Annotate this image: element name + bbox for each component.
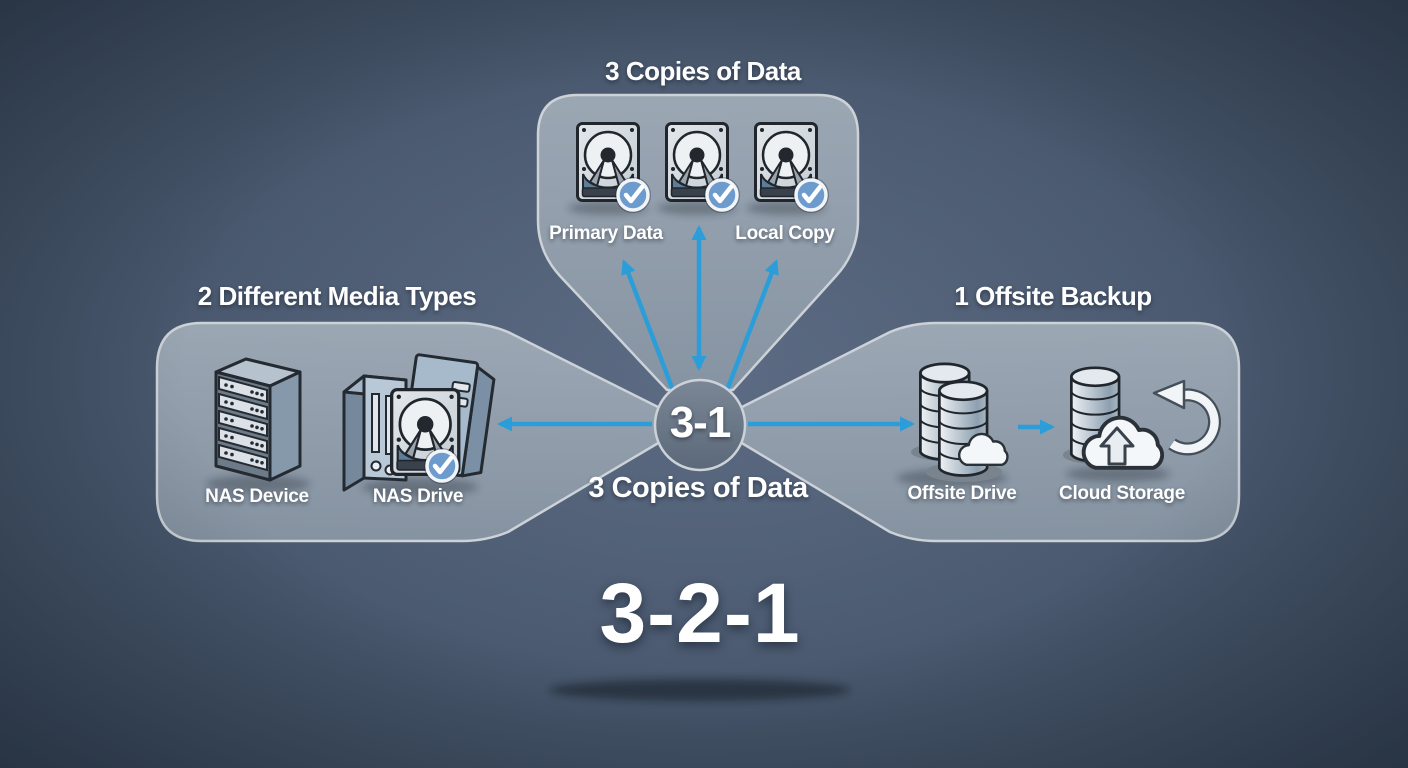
center-caption: 3 Copies of Data — [588, 472, 808, 504]
server-rack-icon — [214, 357, 302, 482]
media-heading: 2 Different Media Types — [197, 281, 477, 311]
offsite-drive-label: Offsite Drive — [907, 483, 1017, 504]
arrow-to-primary — [621, 259, 679, 399]
rule-number-title: 3-2-1 — [599, 566, 801, 660]
center-node-circle — [653, 378, 747, 472]
hard-drive-check-icon — [578, 124, 651, 213]
panel-offsite-shape — [738, 321, 1241, 543]
hard-drive-check-icon — [667, 124, 740, 213]
primary-data-label: Primary Data — [549, 223, 663, 244]
nas-device-label: NAS Device — [205, 486, 309, 507]
connector-arrows — [497, 225, 1055, 435]
hard-drive-check-icon — [756, 124, 829, 213]
arrow-to-local — [721, 259, 779, 399]
center-node-label: 3-1 — [669, 398, 732, 447]
nas-enclosure-check-icon — [342, 353, 496, 492]
nas-drive-label: NAS Drive — [372, 486, 464, 507]
local-copy-label: Local Copy — [735, 223, 835, 244]
offsite-heading: 1 Offsite Backup — [954, 281, 1152, 311]
disk-stack-cloud-icon — [911, 362, 1009, 482]
cloud-upload-icon — [1063, 366, 1165, 470]
ground-shadow — [550, 679, 850, 701]
sync-arrow-icon — [1152, 379, 1222, 456]
copies-heading: 3 Copies of Data — [605, 56, 801, 86]
cloud-storage-label: Cloud Storage — [1059, 483, 1185, 504]
